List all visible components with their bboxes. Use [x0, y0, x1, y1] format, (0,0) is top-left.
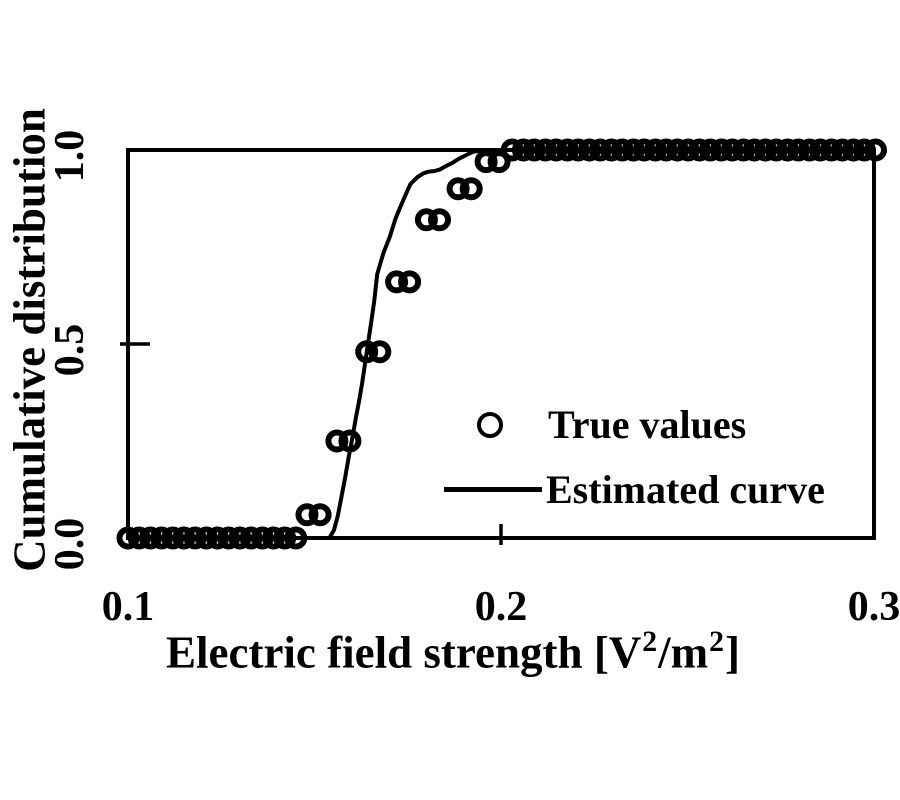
data-point-circle	[368, 340, 392, 364]
data-point-circle	[325, 429, 349, 453]
data-point-circle	[446, 177, 470, 201]
data-point-circle	[830, 138, 854, 162]
data-point-circle	[764, 138, 788, 162]
x-axis-title-superscript: 2	[709, 626, 724, 659]
data-point-circle	[676, 138, 700, 162]
data-point-circle	[385, 270, 409, 294]
data-point-circle	[474, 150, 498, 174]
x-tick-label: 0.3	[847, 584, 900, 630]
data-point-circle	[742, 138, 766, 162]
data-point-circle	[720, 138, 744, 162]
x-axis-title: Electric field strength [V2/m2]	[166, 626, 740, 678]
data-point-circle	[776, 138, 799, 162]
estimated-curve-line	[126, 148, 505, 540]
legend-true-values-marker-icon	[477, 412, 503, 438]
data-point-circle	[798, 138, 821, 162]
data-point-circle	[665, 138, 689, 162]
data-point-circle	[522, 138, 546, 162]
y-tick-label: 0.0	[47, 517, 93, 571]
data-point-circle	[308, 503, 332, 527]
data-point-circle	[852, 138, 876, 162]
data-point-circle	[786, 138, 810, 162]
x-axis-title-segment: /m	[658, 627, 709, 678]
data-point-circle	[555, 138, 579, 162]
data-point-circle	[295, 503, 319, 527]
data-point-circle	[687, 138, 711, 162]
data-point-circle	[698, 138, 722, 162]
data-point-circle	[820, 138, 843, 162]
data-point-circle	[566, 138, 590, 162]
data-point-circle	[864, 138, 887, 162]
x-axis-title-superscript: 2	[642, 626, 658, 659]
data-point-circle	[459, 177, 483, 201]
data-point-circle	[544, 138, 568, 162]
data-point-circle	[533, 138, 557, 162]
data-point-circle	[654, 138, 678, 162]
legend-estimated-curve-marker-icon	[444, 487, 542, 492]
data-point-circle	[643, 138, 667, 162]
data-point-circle	[577, 138, 601, 162]
legend-label-estimated-curve: Estimated curve	[546, 467, 825, 512]
data-point-circle	[487, 150, 511, 174]
data-point-circle	[599, 138, 623, 162]
data-point-circle	[732, 138, 755, 162]
data-point-circle	[842, 138, 865, 162]
data-point-circle	[428, 208, 451, 232]
data-point-circle	[588, 138, 612, 162]
x-axis-title-segment: Electric field strength [V	[166, 627, 642, 678]
y-axis-title: Cumulative distribution	[4, 108, 55, 572]
x-axis-title-segment: ]	[724, 627, 740, 678]
data-point-circle	[610, 138, 634, 162]
data-point-circle	[398, 270, 422, 294]
y-tick-label: 1.0	[47, 129, 93, 183]
x-tick-label: 0.2	[474, 584, 528, 630]
data-point-circle	[808, 138, 832, 162]
data-point-circle	[632, 138, 656, 162]
data-point-circle	[414, 208, 438, 232]
data-point-circle	[621, 138, 645, 162]
x-tick-label: 0.1	[101, 584, 155, 630]
data-point-circle	[511, 138, 535, 162]
y-tick-label: 0.5	[47, 323, 93, 377]
data-point-circle	[709, 138, 733, 162]
data-point-circle	[754, 138, 777, 162]
legend-label-true-values: True values	[548, 402, 747, 447]
